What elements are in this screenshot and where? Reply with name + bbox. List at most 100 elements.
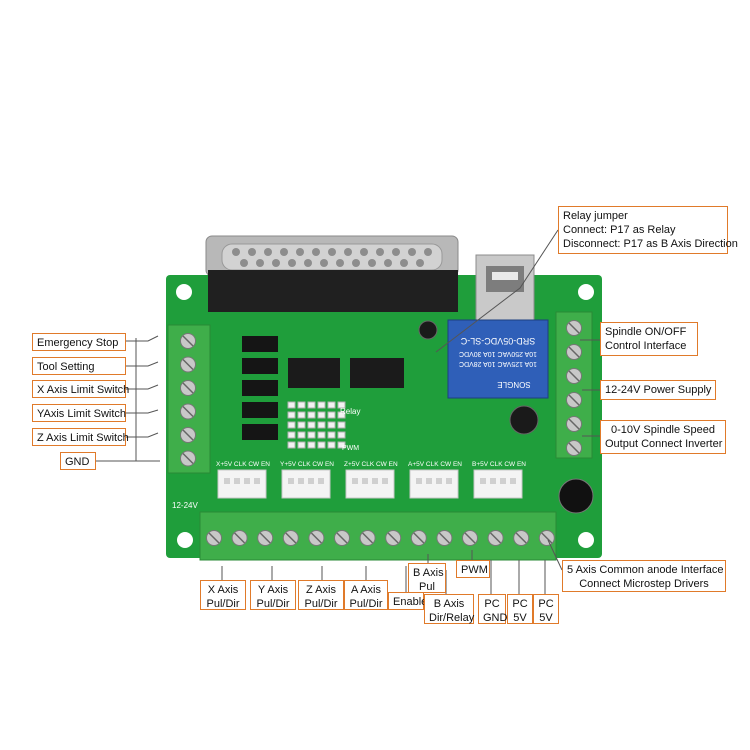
resistor bbox=[307, 401, 316, 409]
header-pin bbox=[426, 478, 432, 484]
header-pin bbox=[244, 478, 250, 484]
right-terminal-block bbox=[555, 311, 593, 459]
label-z-axis-line: Pul/Dir bbox=[304, 598, 338, 610]
resistor bbox=[327, 421, 336, 429]
label-pc-5v-2-line: PC bbox=[538, 598, 554, 610]
left-terminal-screw-slot bbox=[182, 405, 194, 418]
label-spindle-onoff-line: Spindle ON/OFF bbox=[605, 326, 687, 338]
label-pc-gnd-line: PC bbox=[484, 598, 500, 610]
bottom-terminal-screw-slot bbox=[208, 532, 220, 544]
relay-rating-2: 10A 125VAC 10A 28VDC bbox=[459, 360, 537, 367]
resistor bbox=[337, 401, 346, 409]
resistor bbox=[297, 401, 306, 409]
db25-pin bbox=[336, 259, 344, 267]
label-spindle-speed-line: Output Connect Inverter bbox=[605, 438, 723, 450]
db25-pin bbox=[288, 259, 296, 267]
right-terminal-screw-slot bbox=[568, 418, 580, 430]
bottom-terminal-screw-slot bbox=[464, 532, 476, 544]
db25-pin bbox=[304, 259, 312, 267]
resistor bbox=[327, 441, 336, 449]
label-pwm: PWM bbox=[456, 560, 490, 578]
label-emergency-stop: Emergency Stop bbox=[32, 333, 126, 351]
relay-brand: SONGLE bbox=[497, 380, 530, 389]
label-common-anode-line: 5 Axis Common anode Interface bbox=[567, 564, 724, 576]
db25-pin bbox=[240, 259, 248, 267]
label-enable: Enable bbox=[388, 592, 427, 610]
db25-pin bbox=[408, 248, 416, 256]
header-label: X+5V CLK CW EN bbox=[216, 461, 270, 468]
label-a-axis-line: Pul/Dir bbox=[349, 598, 383, 610]
label-spindle-onoff: Spindle ON/OFF Control Interface bbox=[600, 322, 698, 356]
db25-pin bbox=[416, 259, 424, 267]
db25-pin bbox=[312, 248, 320, 256]
resistor bbox=[287, 411, 296, 419]
resistor bbox=[337, 411, 346, 419]
header-pin bbox=[382, 478, 388, 484]
label-relay-jumper-line: Connect: P17 as Relay bbox=[563, 224, 676, 236]
header-pin bbox=[436, 478, 442, 484]
label-x-axis-line: X Axis bbox=[207, 584, 239, 596]
relay: SRD-05VDC-SL-C 10A 250VAC 10A 30VDC 10A … bbox=[447, 319, 549, 399]
capacitor-medium bbox=[509, 405, 539, 435]
label-tool-setting-line: Tool Setting bbox=[37, 361, 95, 373]
label-pc-5v-1-line: PC bbox=[512, 598, 528, 610]
resistor bbox=[337, 441, 346, 449]
db25-connector bbox=[205, 235, 459, 312]
header-label: A+5V CLK CW EN bbox=[408, 461, 462, 468]
db25-pin bbox=[368, 259, 376, 267]
db25-pin bbox=[376, 248, 384, 256]
db25-pin bbox=[344, 248, 352, 256]
power-label: 12-24V bbox=[172, 501, 198, 510]
resistor bbox=[307, 421, 316, 429]
label-relay-jumper-line: Relay jumper bbox=[563, 210, 628, 222]
resistor-grid bbox=[287, 401, 346, 449]
header-pin bbox=[510, 478, 516, 484]
resistor bbox=[317, 431, 326, 439]
resistor bbox=[317, 401, 326, 409]
resistor bbox=[287, 431, 296, 439]
label-common-anode-line: Connect Microstep Drivers bbox=[579, 578, 709, 590]
right-terminal-screw-slot bbox=[568, 322, 580, 334]
resistor bbox=[307, 441, 316, 449]
header-pin bbox=[490, 478, 496, 484]
resistor bbox=[287, 421, 296, 429]
db25-pin bbox=[248, 248, 256, 256]
db25-pin bbox=[272, 259, 280, 267]
resistor bbox=[297, 411, 306, 419]
header-pin bbox=[362, 478, 368, 484]
label-pwm-line: PWM bbox=[461, 564, 488, 576]
resistor bbox=[297, 421, 306, 429]
mount-hole-top-right bbox=[578, 284, 594, 300]
resistor bbox=[327, 401, 336, 409]
db25-pin bbox=[400, 259, 408, 267]
usb-connector bbox=[475, 254, 535, 326]
label-x-limit-line: X Axis Limit Switch bbox=[37, 384, 130, 396]
left-terminal-screw-slot bbox=[182, 429, 194, 441]
label-y-axis-line: Pul/Dir bbox=[256, 598, 290, 610]
driver-headers bbox=[217, 469, 523, 499]
header-label: B+5V CLK CW EN bbox=[472, 461, 526, 468]
right-terminal-screw-slot bbox=[568, 394, 580, 406]
relay-rating-1: 10A 250VAC 10A 30VDC bbox=[459, 350, 537, 357]
label-spindle-onoff-line: Control Interface bbox=[605, 340, 687, 352]
label-gnd-line: GND bbox=[65, 456, 90, 468]
label-emergency-stop-line: Emergency Stop bbox=[37, 337, 119, 349]
relay-silk: Relay bbox=[340, 407, 360, 416]
resistor bbox=[327, 411, 336, 419]
bottom-terminal-screw-slot bbox=[413, 532, 425, 544]
resistor bbox=[327, 431, 336, 439]
right-terminal-screw-slot bbox=[568, 442, 580, 454]
db25-pin bbox=[320, 259, 328, 267]
label-relay-jumper-line: Disconnect: P17 as B Axis Direction bbox=[563, 238, 738, 250]
header-pin bbox=[372, 478, 378, 484]
label-power-supply: 12-24V Power Supply bbox=[600, 380, 716, 400]
